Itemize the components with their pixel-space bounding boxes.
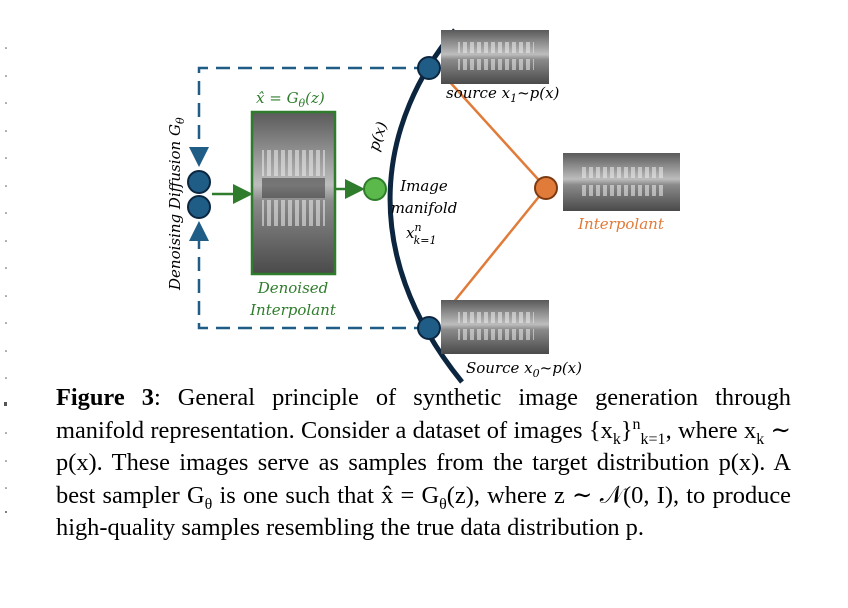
diagram: Denoising Diffusion Gθ x̂ = Gθ(z) Denois…	[166, 28, 680, 384]
denoised-label-line1: Denoised	[257, 279, 329, 297]
green-arrows	[212, 179, 365, 204]
figure-label: Figure 3	[56, 384, 154, 411]
node-interpolant	[534, 176, 558, 200]
manifold-curve-label: p(x)	[365, 119, 391, 153]
source1-xray-image	[441, 30, 549, 84]
interpolant-xray-image	[563, 153, 680, 211]
margin-marks	[4, 47, 7, 513]
dashed-feedback-loop	[189, 66, 428, 330]
source1-label: source x1~p(x)	[446, 84, 560, 105]
node-source1	[417, 56, 441, 80]
source0-xray-image	[441, 300, 549, 354]
left-label: Denoising Diffusion Gθ	[166, 117, 187, 291]
figure-caption: Figure 3: General principle of synthetic…	[56, 384, 792, 541]
node-source0	[417, 316, 441, 340]
node-manifold-sample	[363, 177, 387, 201]
manifold-label-line2: manifold	[391, 199, 458, 217]
interpolation-lines	[443, 79, 547, 315]
top-formula: x̂ = Gθ(z)	[256, 89, 325, 110]
node-denoiser-bottom	[187, 195, 211, 219]
denoised-label-line2: Interpolant	[249, 301, 337, 319]
interpolant-label: Interpolant	[577, 215, 665, 233]
node-denoiser-top	[187, 170, 211, 194]
manifold-label-line1: Image	[399, 177, 448, 195]
source0-label: Source x0~p(x)	[466, 359, 582, 380]
denoised-xray-image	[250, 110, 337, 276]
